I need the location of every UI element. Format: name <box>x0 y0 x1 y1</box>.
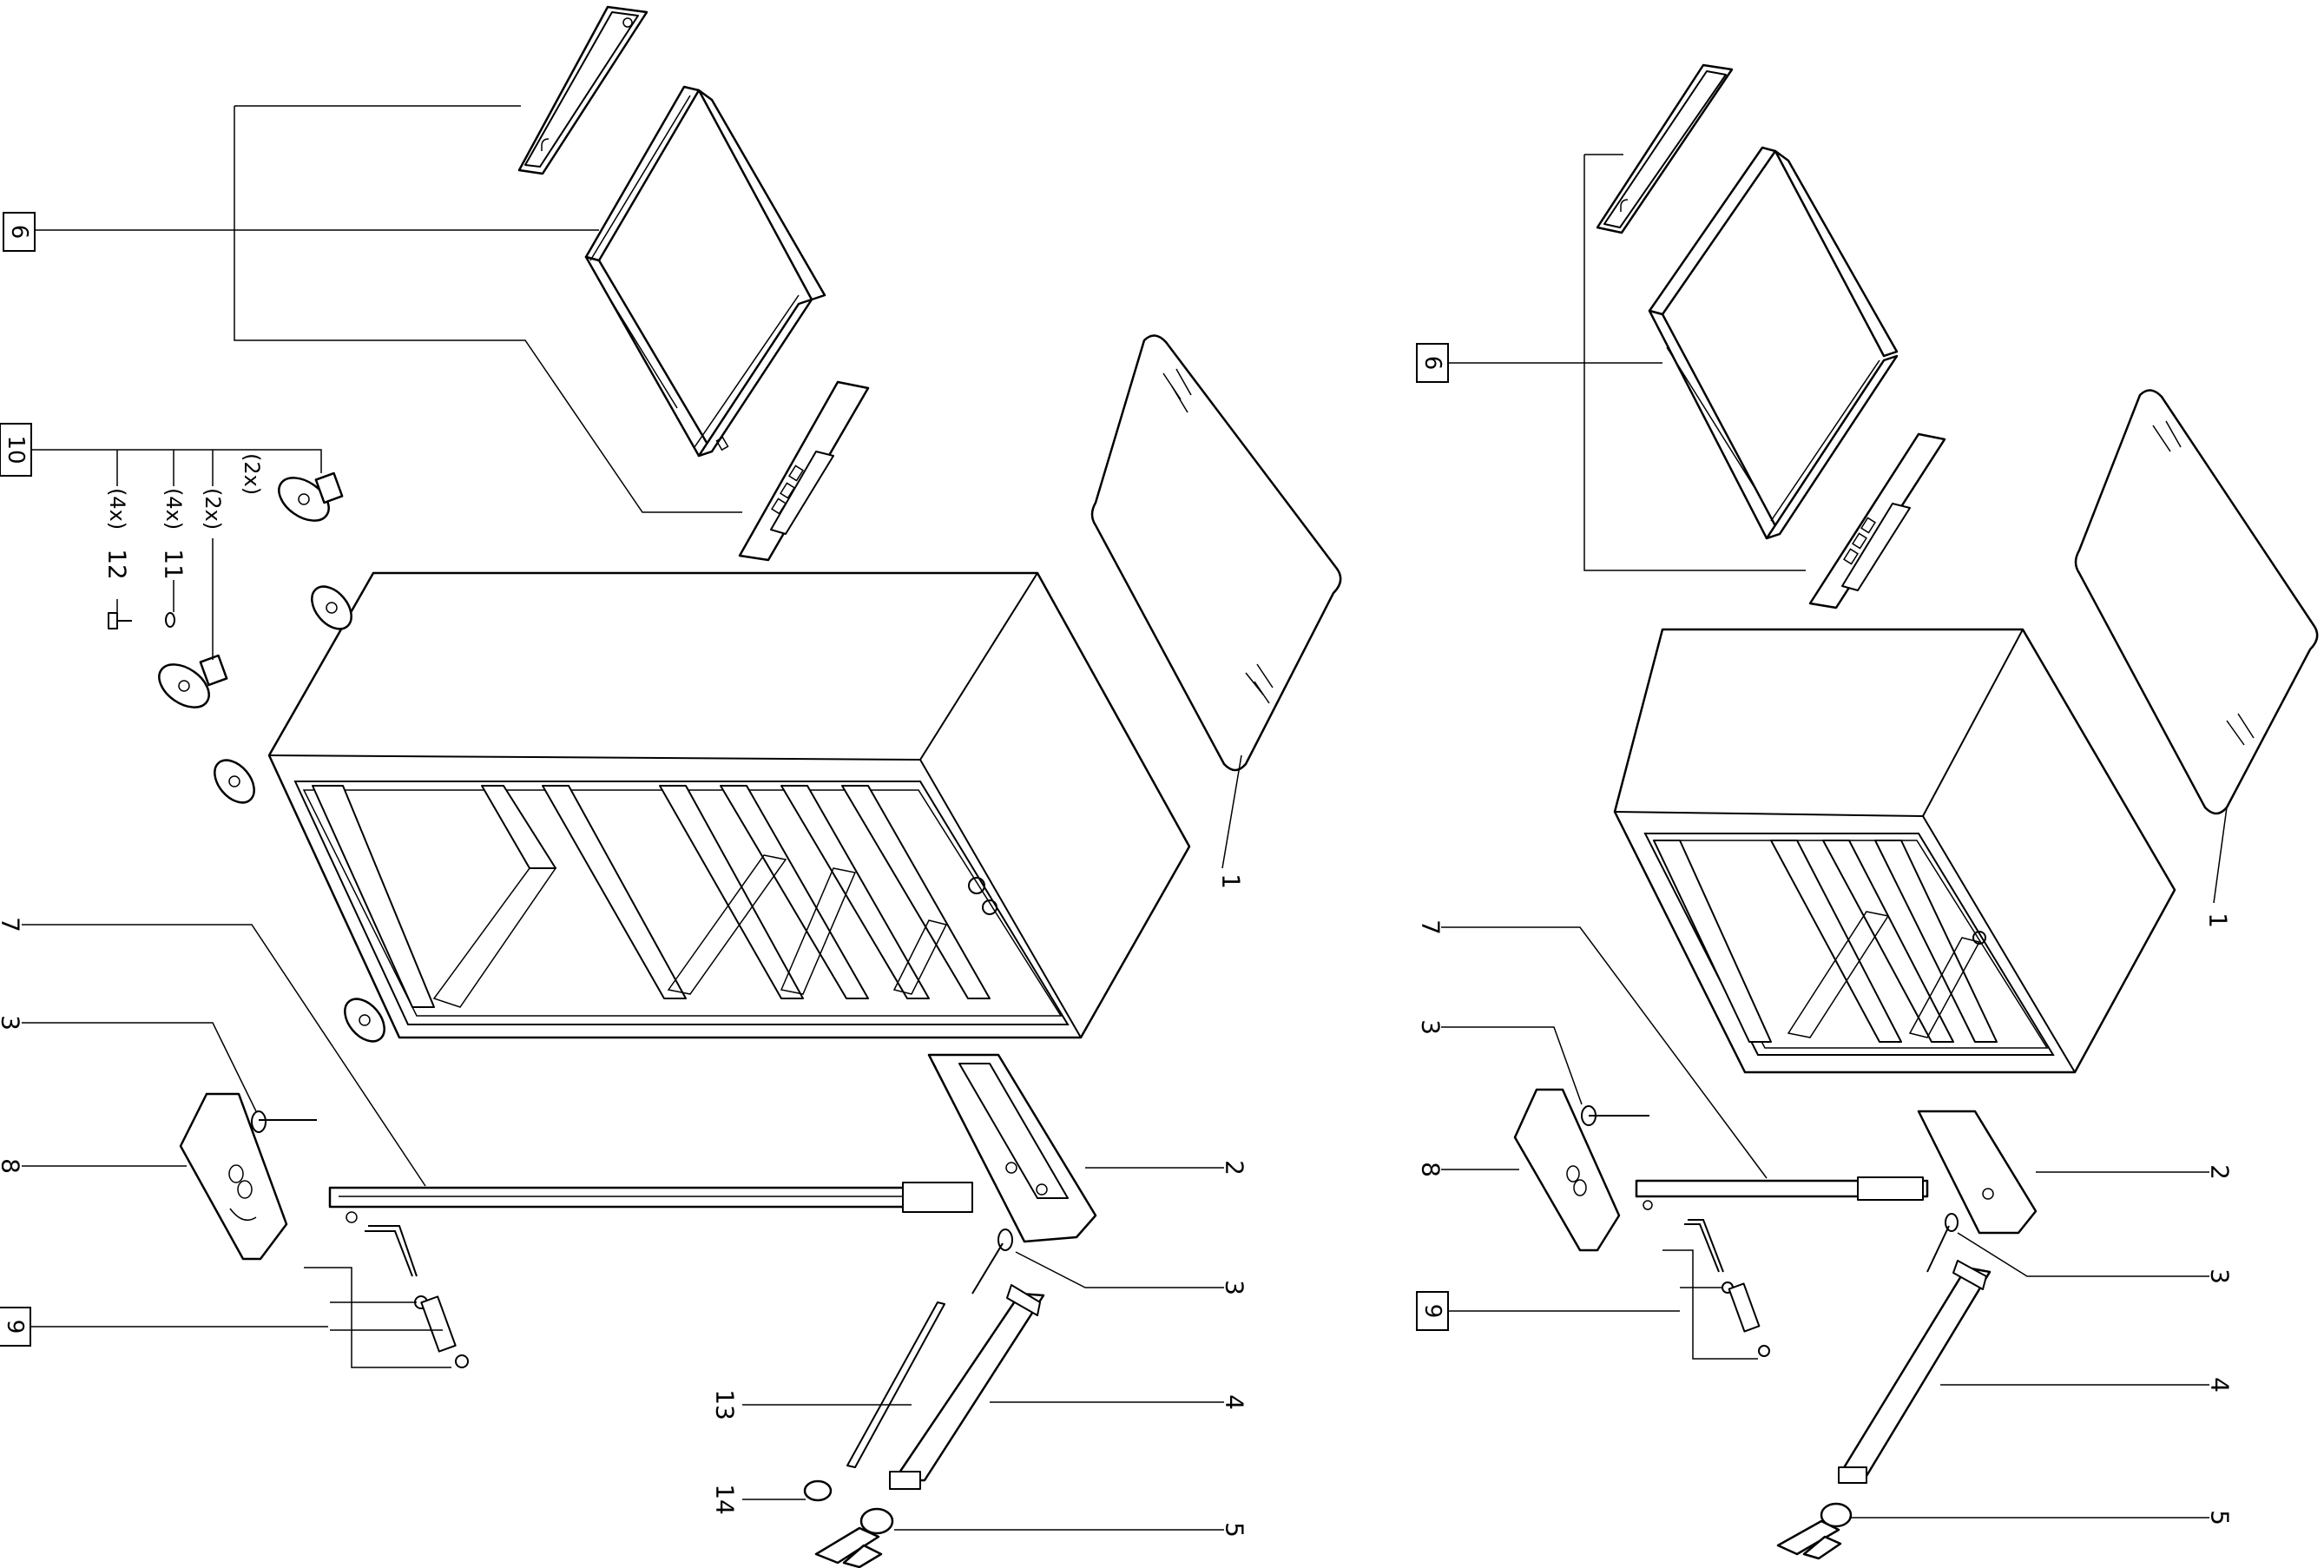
rivet-upper <box>251 1110 317 1133</box>
callout-4-right: 4 <box>2206 1377 2235 1393</box>
right-assembly: 6 1 7 3 8 9 2 3 4 5 <box>1416 63 2319 1560</box>
long-rod-right <box>1635 1176 1929 1210</box>
callout-6: 6 <box>6 225 32 240</box>
callout-7-right: 7 <box>1417 919 1445 935</box>
left-callouts: 6 10 (2x) (2x) (4x) (4x) 11 12 1 7 3 8 9… <box>0 212 1249 1538</box>
callout-12: 12 <box>103 549 132 580</box>
callout-3-lower: 3 <box>1221 1280 1249 1295</box>
rivet-lower <box>971 1229 1013 1295</box>
qty-washers: (4x) <box>161 488 186 530</box>
qty-casters-b: (2x) <box>201 488 225 530</box>
cabinet-body-right <box>1613 628 2176 1074</box>
callout-2-right: 2 <box>2206 1164 2235 1180</box>
top-rail <box>517 5 648 175</box>
lock-bar-right <box>1838 1260 1992 1484</box>
handle-rail <box>738 380 870 562</box>
qty-screws: (4x) <box>105 488 129 530</box>
lock-cylinder-keys <box>814 1507 894 1568</box>
right-callouts: 6 1 7 3 8 9 2 3 4 5 <box>1416 343 2235 1525</box>
qty-casters-a: (2x) <box>240 453 264 495</box>
loose-casters <box>158 471 344 708</box>
lock-rod <box>846 1301 945 1468</box>
hinge-plate <box>179 1092 288 1261</box>
left-assembly: 6 10 (2x) (2x) (4x) (4x) 11 12 1 7 3 8 9… <box>0 5 1342 1568</box>
callout-14: 14 <box>711 1484 740 1515</box>
callout-10: 10 <box>3 435 29 464</box>
hardware-kit <box>365 1225 469 1368</box>
cabinet-body <box>214 571 1191 1043</box>
callout-3-lower-right: 3 <box>2206 1268 2235 1284</box>
callout-11: 11 <box>160 549 188 580</box>
drawer-slide-frame <box>584 85 826 458</box>
rivet-upper-right <box>1581 1105 1649 1126</box>
cabinet-drawer-slides <box>312 785 997 1008</box>
callout-4: 4 <box>1221 1394 1249 1410</box>
callout-1: 1 <box>1217 873 1246 889</box>
drawer-slide-frame-right <box>1648 146 1899 540</box>
callout-1-right: 1 <box>2204 912 2233 928</box>
callout-9: 9 <box>2 1320 28 1334</box>
left-leader-lines <box>22 105 1242 1531</box>
callout-8-right: 8 <box>1417 1162 1445 1177</box>
lock-bracket <box>927 1053 1097 1243</box>
callout-13: 13 <box>711 1389 740 1420</box>
lock-cap <box>803 1479 833 1502</box>
washer-and-screw <box>108 612 175 629</box>
top-panel <box>1090 334 1342 772</box>
caster-wheels <box>214 585 385 1043</box>
hardware-kit-right <box>1684 1219 1770 1357</box>
hinge-plate-right <box>1513 1088 1621 1252</box>
long-rod <box>328 1182 973 1223</box>
lock-bracket-right <box>1917 1110 2038 1235</box>
handle-rail-right <box>1808 432 1946 609</box>
callout-7: 7 <box>0 917 25 932</box>
right-leader-lines <box>1441 154 2228 1519</box>
top-rail-right <box>1596 63 1734 234</box>
callout-2: 2 <box>1221 1160 1249 1176</box>
top-panel-right <box>2074 389 2319 815</box>
callout-3-upper-right: 3 <box>1417 1019 1445 1035</box>
callout-8: 8 <box>0 1158 25 1174</box>
rivet-lower-right <box>1926 1213 1959 1273</box>
callout-5-right: 5 <box>2206 1510 2235 1525</box>
lock-cylinder-keys-right <box>1776 1502 1853 1560</box>
callout-5: 5 <box>1221 1522 1249 1538</box>
lock-bar <box>889 1284 1045 1490</box>
callout-6-right: 6 <box>1419 356 1445 371</box>
callout-3-upper: 3 <box>0 1015 25 1031</box>
callout-9-right: 9 <box>1419 1304 1445 1319</box>
